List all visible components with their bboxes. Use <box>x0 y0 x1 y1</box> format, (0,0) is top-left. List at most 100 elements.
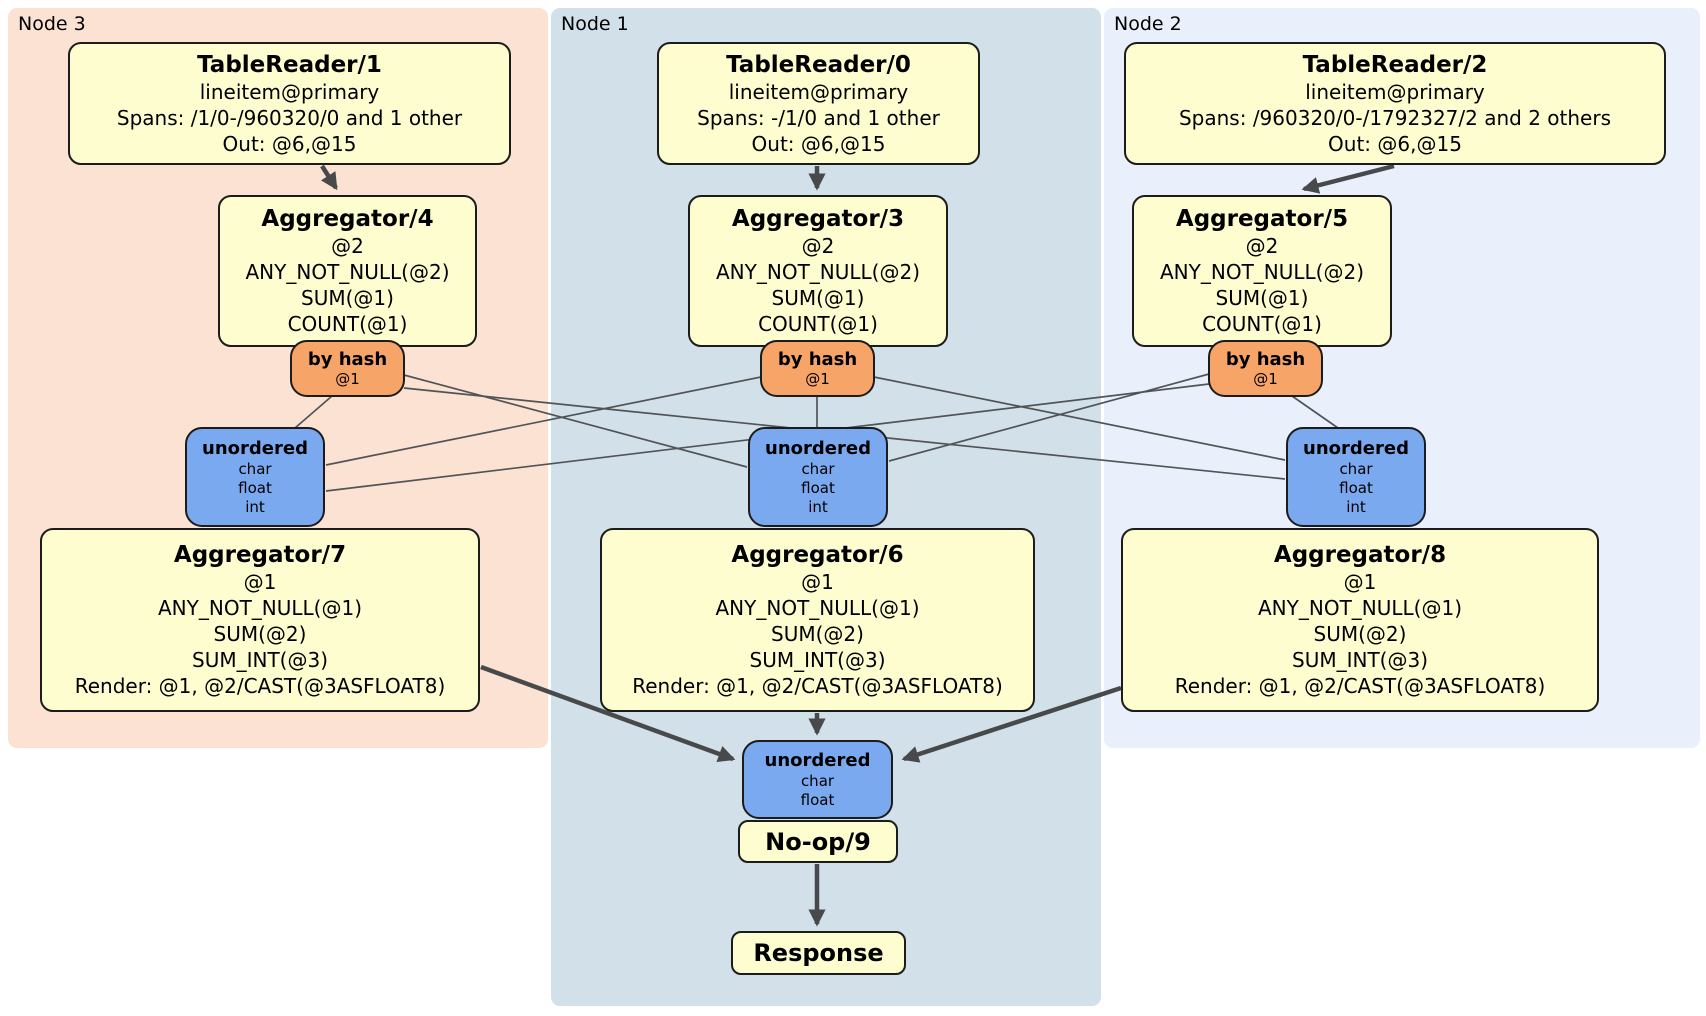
processor-noop-9: No-op/9 <box>738 820 898 863</box>
processor-index: lineitem@primary <box>199 79 380 104</box>
edge-agg7-unoB <box>480 664 736 763</box>
sync-type: char <box>801 459 835 478</box>
edge-tr2-agg5 <box>1301 163 1395 194</box>
processor-title: Aggregator/8 <box>1273 542 1447 568</box>
processor-index: lineitem@primary <box>1305 79 1485 104</box>
sync-type: float <box>801 478 835 497</box>
panel-node-2-label: Node 2 <box>1114 13 1182 35</box>
agg-group-cols: @2 <box>801 234 835 258</box>
processor-aggregator-4: Aggregator/4 @2 ANY_NOT_NULL(@2) SUM(@1)… <box>218 195 477 347</box>
processor-out: Out: @6,@15 <box>751 131 886 156</box>
sync-unordered-center: unordered char float int <box>748 427 888 527</box>
sync-type: int <box>808 497 828 516</box>
agg-fn: ANY_NOT_NULL(@2) <box>245 260 450 284</box>
processor-title: Response <box>753 939 884 967</box>
processor-out: Out: @6,@15 <box>1328 131 1462 156</box>
processor-tablereader-0: TableReader/0 lineitem@primary Spans: -/… <box>657 42 980 165</box>
agg-fn: COUNT(@1) <box>287 312 408 336</box>
agg-fn: ANY_NOT_NULL(@1) <box>1258 596 1462 620</box>
agg-fn: SUM(@1) <box>1215 286 1309 310</box>
panel-node-3-label: Node 3 <box>18 13 86 35</box>
processor-index: lineitem@primary <box>728 79 909 104</box>
agg-fn: COUNT(@1) <box>1202 312 1322 336</box>
edge-agg8-unoB <box>901 685 1122 763</box>
processor-title: Aggregator/6 <box>731 542 904 568</box>
processor-title: Aggregator/4 <box>261 206 434 232</box>
router-columns: @1 <box>335 370 360 388</box>
sync-type: char <box>800 771 835 790</box>
edge-hashC-unoR <box>873 376 1286 461</box>
agg-fn: SUM(@1) <box>301 286 394 310</box>
sync-type: char <box>238 459 272 478</box>
processor-out: Out: @6,@15 <box>222 131 357 156</box>
agg-fn: SUM(@2) <box>213 622 307 646</box>
router-label: by hash <box>307 349 388 370</box>
sync-label: unordered <box>202 437 308 459</box>
processor-aggregator-6: Aggregator/6 @1 ANY_NOT_NULL(@1) SUM(@2)… <box>600 528 1035 712</box>
agg-fn: SUM(@2) <box>771 622 864 646</box>
sync-type: int <box>1346 497 1366 516</box>
agg-group-cols: @1 <box>801 570 834 594</box>
agg-render: Render: @1, @2/CAST(@3ASFLOAT8) <box>1174 674 1546 698</box>
agg-fn: SUM_INT(@3) <box>1292 648 1428 672</box>
router-by-hash-left: by hash @1 <box>290 340 405 397</box>
response-node: Response <box>731 931 906 975</box>
sync-label: unordered <box>764 749 871 771</box>
sync-type: int <box>245 497 265 516</box>
processor-aggregator-5: Aggregator/5 @2 ANY_NOT_NULL(@2) SUM(@1)… <box>1132 195 1392 347</box>
agg-render: Render: @1, @2/CAST(@3ASFLOAT8) <box>74 674 446 698</box>
router-by-hash-right: by hash @1 <box>1208 340 1323 397</box>
edge-hashL-unoL <box>294 395 333 429</box>
agg-fn: SUM(@1) <box>771 286 865 310</box>
agg-fn: ANY_NOT_NULL(@1) <box>715 596 920 620</box>
router-columns: @1 <box>805 370 830 388</box>
panel-node-1-label: Node 1 <box>561 13 629 35</box>
sync-unordered-right: unordered char float int <box>1286 427 1426 527</box>
processor-title: TableReader/2 <box>1302 51 1488 78</box>
sync-type: float <box>1339 478 1373 497</box>
processor-title: Aggregator/5 <box>1175 206 1349 232</box>
processor-spans: Spans: /1/0-/960320/0 and 1 other <box>116 105 463 130</box>
processor-tablereader-2: TableReader/2 lineitem@primary Spans: /9… <box>1124 42 1666 165</box>
agg-fn: SUM_INT(@3) <box>749 648 886 672</box>
edge-tr1-agg4 <box>320 164 338 191</box>
sync-type: float <box>238 478 272 497</box>
processor-title: TableReader/0 <box>726 51 911 78</box>
agg-fn: SUM_INT(@3) <box>192 648 328 672</box>
processor-tablereader-1: TableReader/1 lineitem@primary Spans: /1… <box>68 42 511 165</box>
agg-render: Render: @1, @2/CAST(@3ASFLOAT8) <box>632 674 1003 698</box>
sync-type: char <box>1339 459 1373 478</box>
sync-unordered-bottom: unordered char float <box>742 740 893 819</box>
sync-unordered-left: unordered char float int <box>185 427 325 527</box>
agg-fn: SUM(@2) <box>1313 622 1407 646</box>
edge-hashC-unoL <box>325 376 762 466</box>
router-label: by hash <box>777 349 858 370</box>
sync-label: unordered <box>1303 437 1409 459</box>
agg-group-cols: @1 <box>243 570 277 594</box>
processor-aggregator-3: Aggregator/3 @2 ANY_NOT_NULL(@2) SUM(@1)… <box>688 195 948 347</box>
processor-title: No-op/9 <box>765 827 871 856</box>
agg-group-cols: @2 <box>1245 234 1279 258</box>
processor-spans: Spans: /960320/0-/1792327/2 and 2 others <box>1178 105 1611 130</box>
agg-group-cols: @2 <box>331 234 364 258</box>
agg-fn: ANY_NOT_NULL(@2) <box>716 260 920 284</box>
router-label: by hash <box>1225 349 1306 370</box>
processor-title: Aggregator/3 <box>731 206 905 232</box>
router-columns: @1 <box>1253 370 1278 388</box>
agg-fn: ANY_NOT_NULL(@1) <box>158 596 362 620</box>
sync-type: float <box>800 790 835 809</box>
processor-title: TableReader/1 <box>197 51 382 78</box>
processor-aggregator-7: Aggregator/7 @1 ANY_NOT_NULL(@1) SUM(@2)… <box>40 528 480 712</box>
processor-aggregator-8: Aggregator/8 @1 ANY_NOT_NULL(@1) SUM(@2)… <box>1121 528 1599 712</box>
agg-group-cols: @1 <box>1343 570 1377 594</box>
processor-title: Aggregator/7 <box>173 542 347 568</box>
agg-fn: ANY_NOT_NULL(@2) <box>1160 260 1364 284</box>
edge-hashR-unoC <box>888 373 1210 462</box>
flow-arrows <box>320 163 1395 927</box>
sync-label: unordered <box>765 437 871 459</box>
processor-spans: Spans: -/1/0 and 1 other <box>697 105 940 130</box>
edge-hashR-unoR <box>1291 395 1339 429</box>
edge-hashL-unoC <box>403 374 748 468</box>
agg-fn: COUNT(@1) <box>758 312 878 336</box>
